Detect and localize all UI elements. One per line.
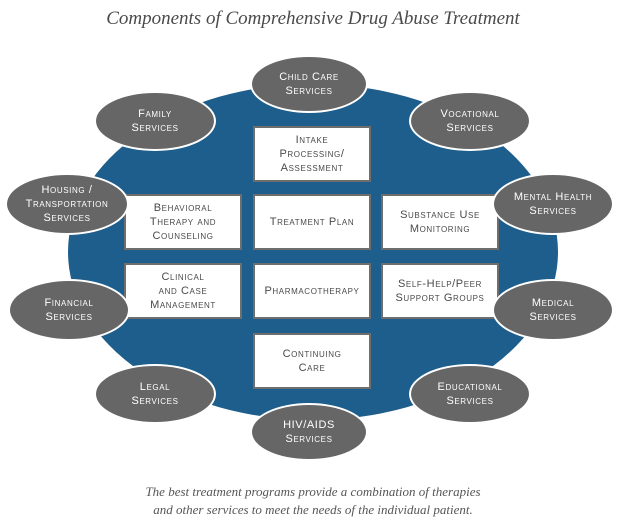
oval-financial: Financial Services: [8, 279, 130, 341]
box-substance-use-monitoring-label: Substance Use Monitoring: [400, 208, 480, 235]
oval-vocational: Vocational Services: [409, 91, 531, 151]
box-substance-use-monitoring: Substance Use Monitoring: [381, 194, 499, 250]
diagram-caption: The best treatment programs provide a co…: [145, 484, 481, 518]
oval-child-care-label: Child Care Services: [279, 70, 339, 97]
box-behavioral-therapy: Behavioral Therapy and Counseling: [124, 194, 242, 250]
oval-educational-label: Educational Services: [437, 380, 503, 407]
oval-vocational-label: Vocational Services: [440, 107, 500, 134]
oval-medical: Medical Services: [492, 279, 614, 341]
box-intake-label: Intake Processing/ Assessment: [279, 133, 345, 175]
oval-hiv-aids: HIV/AIDS Services: [250, 403, 368, 461]
box-pharmacotherapy: Pharmacotherapy: [253, 263, 371, 319]
oval-hiv-aids-label: HIV/AIDS Services: [283, 418, 335, 445]
oval-housing-transportation-label: Housing / Transportation Services: [25, 183, 109, 225]
diagram-title: Components of Comprehensive Drug Abuse T…: [106, 8, 520, 29]
box-intake: Intake Processing/ Assessment: [253, 126, 371, 182]
box-pharmacotherapy-label: Pharmacotherapy: [264, 284, 360, 297]
oval-family-label: Family Services: [131, 107, 179, 134]
box-self-help-peer-support-label: Self-Help/Peer Support Groups: [395, 277, 485, 304]
box-clinical-case-management-label: Clinical and Case Management: [150, 270, 216, 312]
box-treatment-plan: Treatment Plan: [253, 194, 371, 250]
oval-mental-health-label: Mental Health Services: [513, 190, 593, 217]
oval-legal: Legal Services: [94, 364, 216, 424]
oval-mental-health: Mental Health Services: [492, 173, 614, 235]
oval-family: Family Services: [94, 91, 216, 151]
box-continuing-care: Continuing Care: [253, 333, 371, 389]
oval-legal-label: Legal Services: [131, 380, 179, 407]
box-treatment-plan-label: Treatment Plan: [269, 215, 355, 228]
box-behavioral-therapy-label: Behavioral Therapy and Counseling: [149, 201, 217, 243]
oval-medical-label: Medical Services: [529, 296, 577, 323]
oval-child-care: Child Care Services: [250, 55, 368, 113]
box-clinical-case-management: Clinical and Case Management: [124, 263, 242, 319]
oval-housing-transportation: Housing / Transportation Services: [5, 173, 129, 235]
box-self-help-peer-support: Self-Help/Peer Support Groups: [381, 263, 499, 319]
box-continuing-care-label: Continuing Care: [282, 347, 342, 374]
oval-educational: Educational Services: [409, 364, 531, 424]
oval-financial-label: Financial Services: [44, 296, 94, 323]
